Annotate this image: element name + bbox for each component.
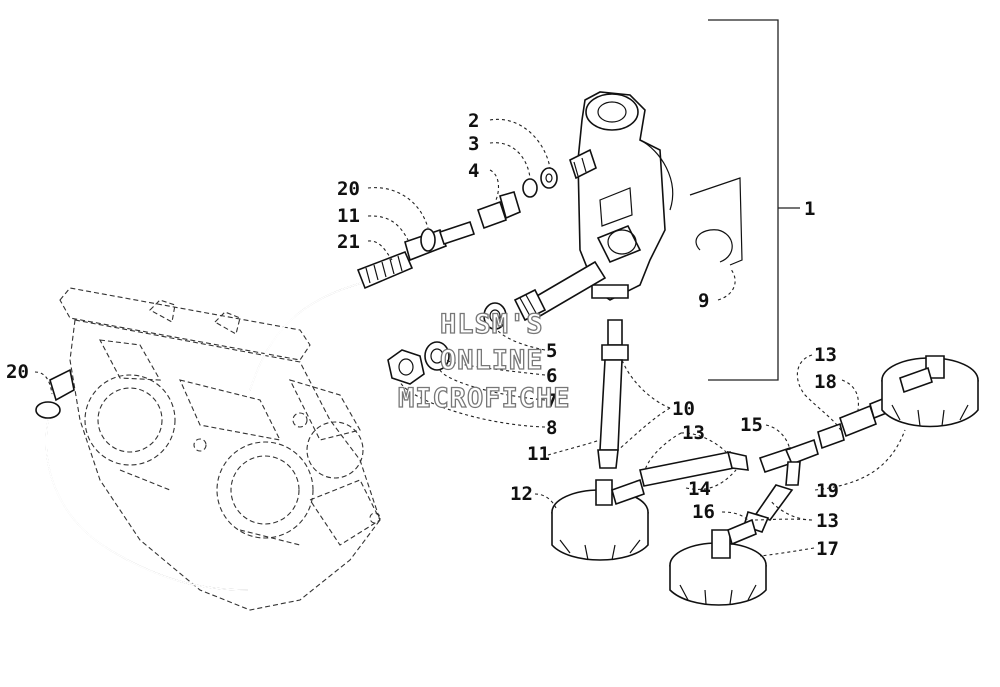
clip-part-9	[689, 177, 743, 266]
primer-nozzle-part-19	[881, 355, 979, 428]
callout-5: 5	[546, 340, 557, 362]
watermark-line-2: ONLINE	[440, 345, 544, 376]
watermark: HLSM'S ONLINE MICROFICHE	[397, 308, 571, 414]
throttle-cable	[249, 220, 476, 391]
washer-part-2	[540, 167, 558, 189]
washer-part-5	[483, 302, 507, 330]
callout-17: 17	[816, 538, 839, 560]
o-ring-part-3	[522, 178, 538, 198]
watermark-line-3: MICROFICHE	[398, 383, 571, 414]
callout-19: 19	[816, 480, 839, 502]
nut-part-7	[387, 349, 425, 385]
callout-9: 9	[698, 290, 709, 312]
primer-cylinder	[513, 260, 607, 322]
callout-4: 4	[468, 160, 479, 182]
callout-20-left: 20	[6, 361, 29, 383]
callout-6: 6	[546, 365, 557, 387]
callout-11-bottom: 11	[527, 443, 550, 465]
callout-7: 7	[546, 390, 557, 412]
callout-21: 21	[337, 231, 360, 253]
assembly-bracket	[708, 19, 779, 381]
callout-10: 10	[672, 398, 695, 420]
tee-fitting-part-15	[758, 438, 819, 486]
callout-13-bottom: 13	[816, 510, 839, 532]
callout-15: 15	[740, 414, 763, 436]
callout-14: 14	[688, 478, 711, 500]
callout-3: 3	[468, 133, 479, 155]
pump-assembly-part-1	[569, 91, 674, 301]
callout-1: 1	[804, 198, 815, 220]
hose-part-14	[639, 450, 749, 487]
engine-assembly	[59, 287, 381, 611]
fuel-hose-part-10	[597, 319, 629, 469]
callout-16: 16	[692, 501, 715, 523]
callout-13-top: 13	[814, 344, 837, 366]
washer-part-6	[424, 341, 450, 371]
callout-18: 18	[814, 371, 837, 393]
callout-2: 2	[468, 110, 479, 132]
callout-labels: 1 2 3 4 20 11 21 20 9 5 6 7 8 10 11 12 1…	[6, 110, 839, 560]
callout-12: 12	[510, 483, 533, 505]
callout-13-center: 13	[682, 422, 705, 444]
primer-nozzle-part-12	[551, 478, 649, 561]
fitting-part-4	[476, 191, 521, 230]
primer-nozzle-part-17	[669, 518, 767, 606]
hose-clamp-part-20	[35, 368, 249, 591]
callout-20-top: 20	[337, 178, 360, 200]
callout-11-top: 11	[337, 205, 360, 227]
leader-lines	[34, 118, 906, 557]
watermark-line-1: HLSM'S	[440, 309, 544, 340]
callout-8: 8	[546, 417, 557, 439]
